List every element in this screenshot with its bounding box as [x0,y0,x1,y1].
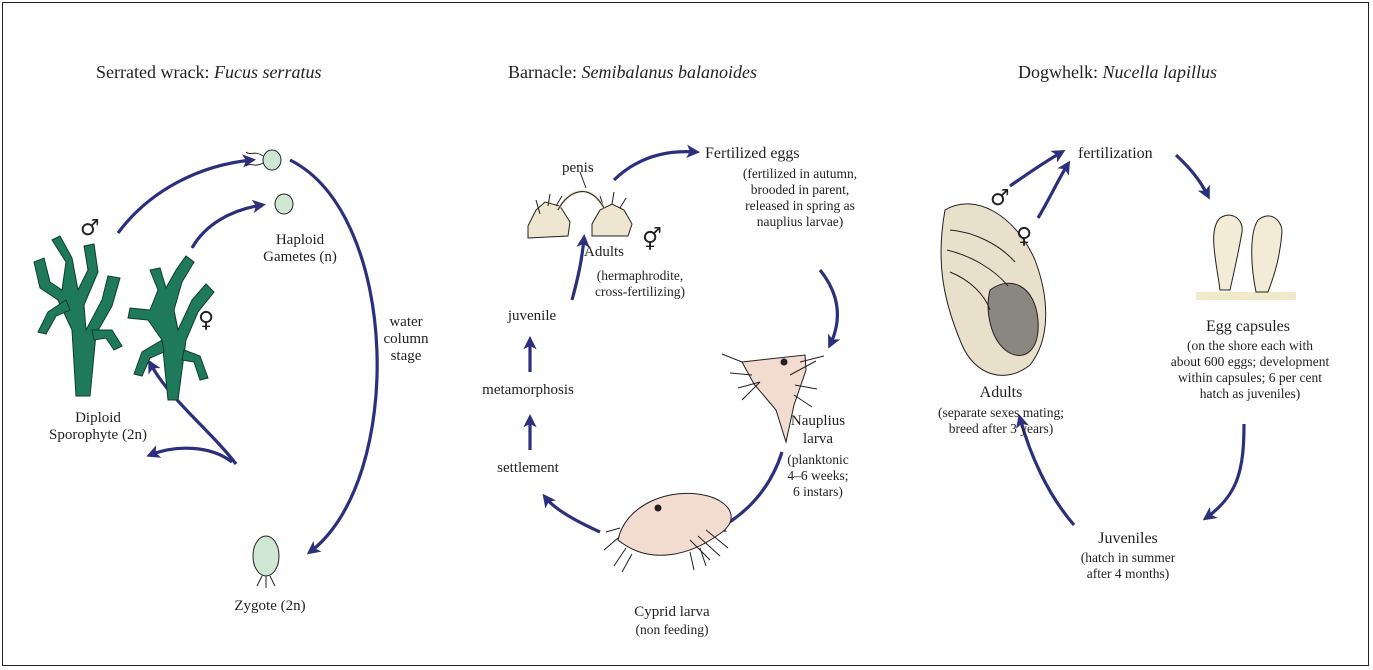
female-symbol: ♀ [198,308,215,333]
adults-label: Adults [979,384,1023,401]
nauplius-label: Nauplius larva [790,413,846,447]
arrow-male-to-fertilization [1009,149,1066,188]
sporophyte-label: Diploid Sporophyte (2n) [49,410,147,443]
male-gamete-icon [245,149,282,171]
dogwhelk-shell-icon [940,203,1047,376]
male-seaweed-icon [33,235,123,397]
female-seaweed-icon [127,255,215,401]
arrow-female-to-gamete [190,199,266,249]
egg-capsules-label: Egg capsules [1206,318,1290,335]
arrow-zygote-to-sporophyte-main [148,359,238,465]
metamorphosis-label: metamorphosis [482,382,574,398]
arrow-water-column [289,158,379,555]
penis-label: penis [562,160,594,176]
juveniles-label: Juveniles [1098,530,1158,547]
water-column-label: water column stage [383,314,429,364]
zygote-label: Zygote (2n) [234,598,306,614]
arrow-female-to-fertilization [1036,160,1071,219]
dogwhelk-title: Dogwhelk: Nucella lapillus [1018,62,1217,82]
cyprid-note: (non feeding) [635,622,709,637]
nauplius-larva-icon [721,353,825,444]
barnacle-arrows [523,144,841,534]
fertilized-eggs-label: Fertilized eggs [705,145,800,162]
female-gamete-icon [274,193,294,215]
zygote-icon [252,535,280,588]
fucus-title: Serrated wrack: Fucus serratus [96,62,322,82]
arrow-zygote-to-sporophyte [146,445,233,464]
arrow-cyprid-to-settlement [542,493,601,534]
cyprid-label: Cyprid larva [634,604,710,620]
adults-label: Adults [584,244,625,260]
hermaphrodite-symbol: ⚥ [642,228,662,253]
cyprid-larva-icon [603,492,732,573]
fertilized-eggs-note: (fertilized in autumn, brooded in parent… [742,166,858,229]
arrow-juveniles-to-adults [1015,414,1076,527]
female-symbol: ♀ [1016,224,1033,249]
arrow-capsules-to-juveniles [1202,423,1246,521]
fertilization-label: fertilization [1078,145,1153,162]
fucus-arrows [116,154,379,555]
settlement-label: settlement [497,460,559,476]
arrow-juvenile-to-adults [570,233,590,301]
egg-capsules-note: (on the shore each with about 600 eggs; … [1170,338,1330,401]
gametes-label: Haploid Gametes (n) [263,232,337,265]
male-symbol: ♂ [80,216,100,241]
barnacle-adults-icon [527,171,633,239]
arrow-adults-to-eggs [612,144,701,182]
adults-note: (separate sexes mating; breed after 3 ye… [938,405,1064,436]
arrow-male-to-gamete [116,154,257,234]
nauplius-note: (planktonic 4–6 weeks; 6 instars) [787,452,849,499]
adults-note: (hermaphrodite, cross-fertilizing) [595,268,685,299]
egg-capsules-icon [1196,214,1296,300]
dogwhelk-arrows [1009,149,1246,527]
barnacle-title: Barnacle: Semibalanus balanoides [508,62,757,82]
male-symbol: ♂ [990,186,1010,211]
arrow-fertilization-to-capsules [1174,153,1210,200]
juveniles-note: (hatch in summer after 4 months) [1080,550,1176,581]
arrow-eggs-to-nauplius [818,269,841,349]
juvenile-label: juvenile [507,308,557,324]
